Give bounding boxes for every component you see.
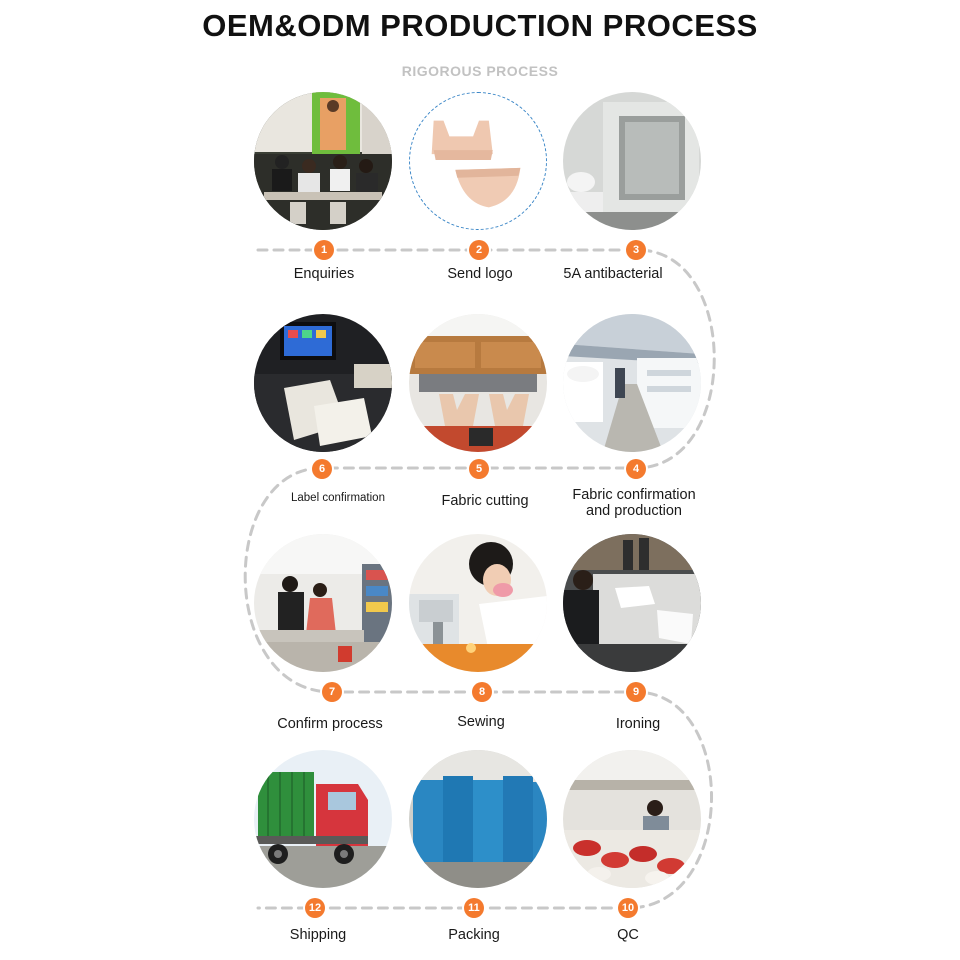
step-12-badge: 12 [305, 898, 325, 918]
page-title: OEM&ODM PRODUCTION PROCESS [202, 8, 758, 43]
step-11-label: Packing [448, 927, 500, 943]
step-11-badge: 11 [464, 898, 484, 918]
step-6-label: Label confirmation [291, 492, 385, 504]
bra-product-photo [409, 92, 547, 230]
fabric-factory-photo [563, 314, 701, 452]
antibacterial-chamber-photo [563, 92, 701, 230]
step-12-label: Shipping [289, 927, 347, 943]
ironing-photo [563, 534, 701, 672]
step-1-badge: 1 [314, 240, 334, 260]
step-1-label: Enquiries [293, 266, 355, 282]
step-6-badge: 6 [312, 459, 332, 479]
page-subtitle: RIGOROUS PROCESS [401, 63, 559, 79]
step-3-label: 5A antibacterial [563, 266, 663, 282]
step-7-label: Confirm process [277, 716, 383, 732]
step-5-label: Fabric cutting [441, 493, 529, 509]
container-truck-photo [254, 750, 392, 888]
step-8-badge: 8 [472, 682, 492, 702]
cutting-machine-photo [409, 314, 547, 452]
step-2-badge: 2 [469, 240, 489, 260]
quality-check-photo [563, 750, 701, 888]
process-path-line [243, 248, 716, 910]
step-2-label: Send logo [447, 266, 513, 282]
step-10-label: QC [617, 927, 639, 943]
step-7-badge: 7 [322, 682, 342, 702]
label-printer-photo [254, 314, 392, 452]
meeting-photo [254, 92, 392, 230]
step-9-badge: 9 [626, 682, 646, 702]
sewing-photo [409, 534, 547, 672]
step-8-label: Sewing [457, 714, 505, 730]
step-5-badge: 5 [469, 459, 489, 479]
step-4-label: Fabric confirmation and production [572, 487, 696, 519]
workshop-photo [254, 534, 392, 672]
step-10-badge: 10 [618, 898, 638, 918]
step-9-label: Ironing [615, 716, 661, 732]
step-4-badge: 4 [626, 459, 646, 479]
step-3-badge: 3 [626, 240, 646, 260]
packed-bags-photo [409, 750, 547, 888]
